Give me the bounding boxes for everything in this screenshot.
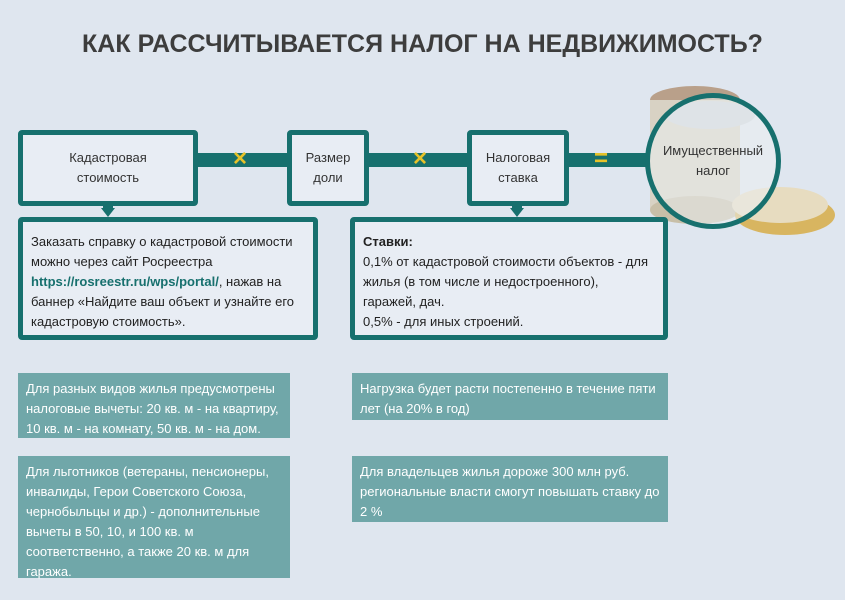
label: стоимость — [76, 170, 140, 185]
cadastral-note: Заказать справку о кадастровой стоимости… — [18, 217, 318, 340]
equals-sign: = — [594, 145, 609, 172]
info-deductions: Для разных видов жилья предусмотрены нал… — [18, 373, 290, 438]
rates-note: Ставки: 0,1% от кадастровой стоимости объ… — [350, 217, 668, 340]
rates-heading: Ставки: — [363, 234, 413, 249]
rate-line: 0,1% от кадастровой стоимости объектов -… — [363, 254, 648, 309]
connector — [512, 205, 522, 210]
info-luxury-rate: Для владельцев жилья дороже 300 млн руб.… — [352, 456, 668, 522]
label: Имущественный — [662, 143, 764, 158]
label: доли — [313, 170, 343, 185]
property-tax-result: Имущественный налог — [645, 93, 781, 229]
info-gradual-increase: Нагрузка будет расти постепенно в течени… — [352, 373, 668, 420]
label: Кадастровая — [69, 150, 147, 165]
rosreestr-link[interactable]: https://rosreestr.ru/wps/portal/ — [31, 274, 219, 289]
connector — [195, 153, 290, 167]
multiply-sign: × — [413, 145, 428, 172]
note-text: , нажав на баннер «Найдите ваш объект и … — [31, 274, 295, 329]
rate-line: 0,5% - для иных строений. — [363, 314, 524, 329]
page-title: КАК РАССЧИТЫВАЕТСЯ НАЛОГ НА НЕДВИЖИМОСТЬ… — [82, 30, 763, 58]
label: Размер — [305, 150, 351, 165]
share-size-box: Размер доли — [287, 130, 369, 206]
note-text: Заказать справку о кадастровой стоимости… — [31, 234, 293, 269]
connector — [365, 153, 470, 167]
info-benefits: Для льготников (ветераны, пенсионеры, ин… — [18, 456, 290, 579]
cadastral-value-box: Кадастровая стоимость — [18, 130, 198, 206]
label: налог — [695, 163, 731, 178]
arrow-down-icon — [510, 208, 524, 217]
connector — [103, 205, 113, 210]
connector — [565, 153, 655, 167]
multiply-sign: × — [233, 145, 248, 172]
label: ставка — [498, 170, 538, 185]
arrow-down-icon — [101, 208, 115, 217]
label: Налоговая — [485, 150, 551, 165]
tax-rate-box: Налоговая ставка — [467, 130, 569, 206]
